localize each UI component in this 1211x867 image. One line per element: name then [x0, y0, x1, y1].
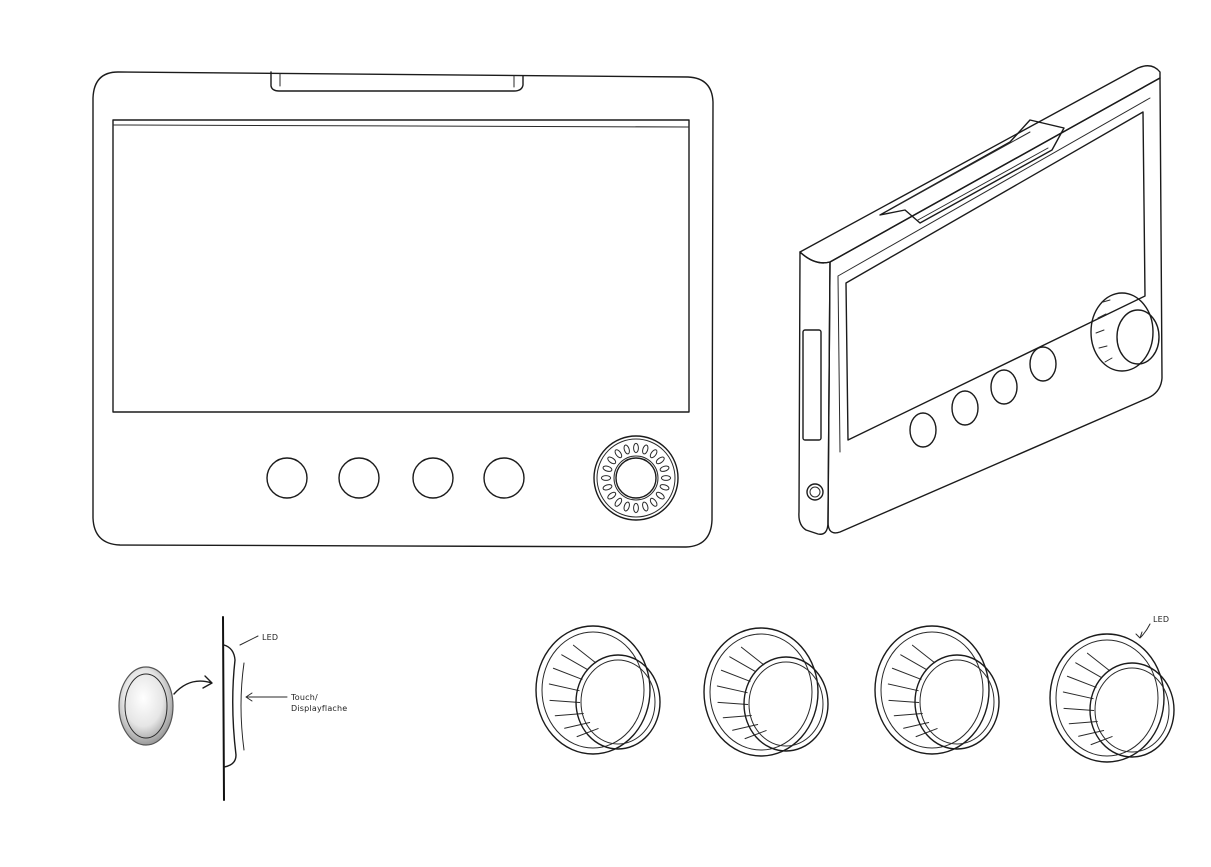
- front-soft-button-4: [483, 457, 525, 499]
- led-annotation-2: LED: [1153, 615, 1169, 624]
- touch-annotation-line1: Touch/: [290, 693, 318, 702]
- section-panel-line: [222, 616, 225, 801]
- front-soft-button-2: [338, 457, 380, 499]
- persp-soft-button-3: [990, 369, 1018, 405]
- front-housing-outline: [92, 71, 714, 548]
- persp-soft-button-4: [1029, 346, 1057, 382]
- persp-housing-top: [799, 65, 1161, 264]
- knob-variant-2: [703, 627, 829, 757]
- led-slot: [649, 449, 658, 459]
- knob-variant-3: [874, 625, 1000, 755]
- persp-soft-button-2: [951, 390, 979, 426]
- pushbutton-arrow: [173, 675, 213, 695]
- persp-housing-side: [798, 251, 831, 535]
- led-leader-line: [239, 635, 259, 646]
- led-slot: [623, 501, 630, 512]
- led-slot: [607, 456, 617, 465]
- led-slot: [660, 475, 672, 481]
- persp-housing-front: [827, 77, 1163, 534]
- device-front-view: [92, 71, 714, 548]
- button-section-detail: LED Touch/ Displayflache: [118, 616, 347, 801]
- led-slot: [655, 491, 665, 500]
- section-profile: [223, 644, 237, 768]
- touch-annotation-line2: Displayflache: [291, 704, 347, 713]
- led-slot: [633, 442, 639, 454]
- device-perspective-view: [798, 65, 1163, 535]
- led-slot: [633, 502, 639, 514]
- persp-rotary-knob: [1090, 292, 1160, 372]
- knob-led-leader: [1135, 623, 1151, 639]
- led-slot: [655, 456, 665, 465]
- led-slot: [649, 497, 658, 507]
- persp-display-screen: [845, 111, 1146, 441]
- front-knob-led-ring: [600, 442, 672, 514]
- led-slot: [607, 491, 617, 500]
- led-slot: [623, 444, 630, 455]
- front-soft-button-3: [412, 457, 454, 499]
- led-annotation-1: LED: [262, 633, 278, 642]
- persp-side-port-cover: [802, 329, 822, 441]
- led-slot: [602, 465, 613, 472]
- pushbutton-cap: [118, 666, 174, 746]
- led-slot: [614, 449, 623, 459]
- knob-variant-4: [1049, 633, 1175, 763]
- persp-side-jack: [806, 483, 824, 501]
- led-slot: [602, 484, 613, 491]
- top-handle: [270, 71, 524, 92]
- front-rotary-knob: [593, 435, 679, 521]
- led-slot: [642, 444, 649, 455]
- persp-soft-button-1: [909, 412, 937, 448]
- led-slot: [659, 484, 670, 491]
- knob-variant-1: [535, 625, 661, 755]
- led-slot: [659, 465, 670, 472]
- knob-variants: [535, 625, 1175, 763]
- front-soft-button-1: [266, 457, 308, 499]
- persp-top-handle: [879, 119, 1065, 224]
- top-handle-inner: [279, 73, 515, 88]
- led-slot: [600, 475, 612, 481]
- touch-leader-arrow: [245, 692, 288, 702]
- led-slot: [642, 501, 649, 512]
- led-slot: [614, 497, 623, 507]
- front-display-screen: [112, 119, 690, 413]
